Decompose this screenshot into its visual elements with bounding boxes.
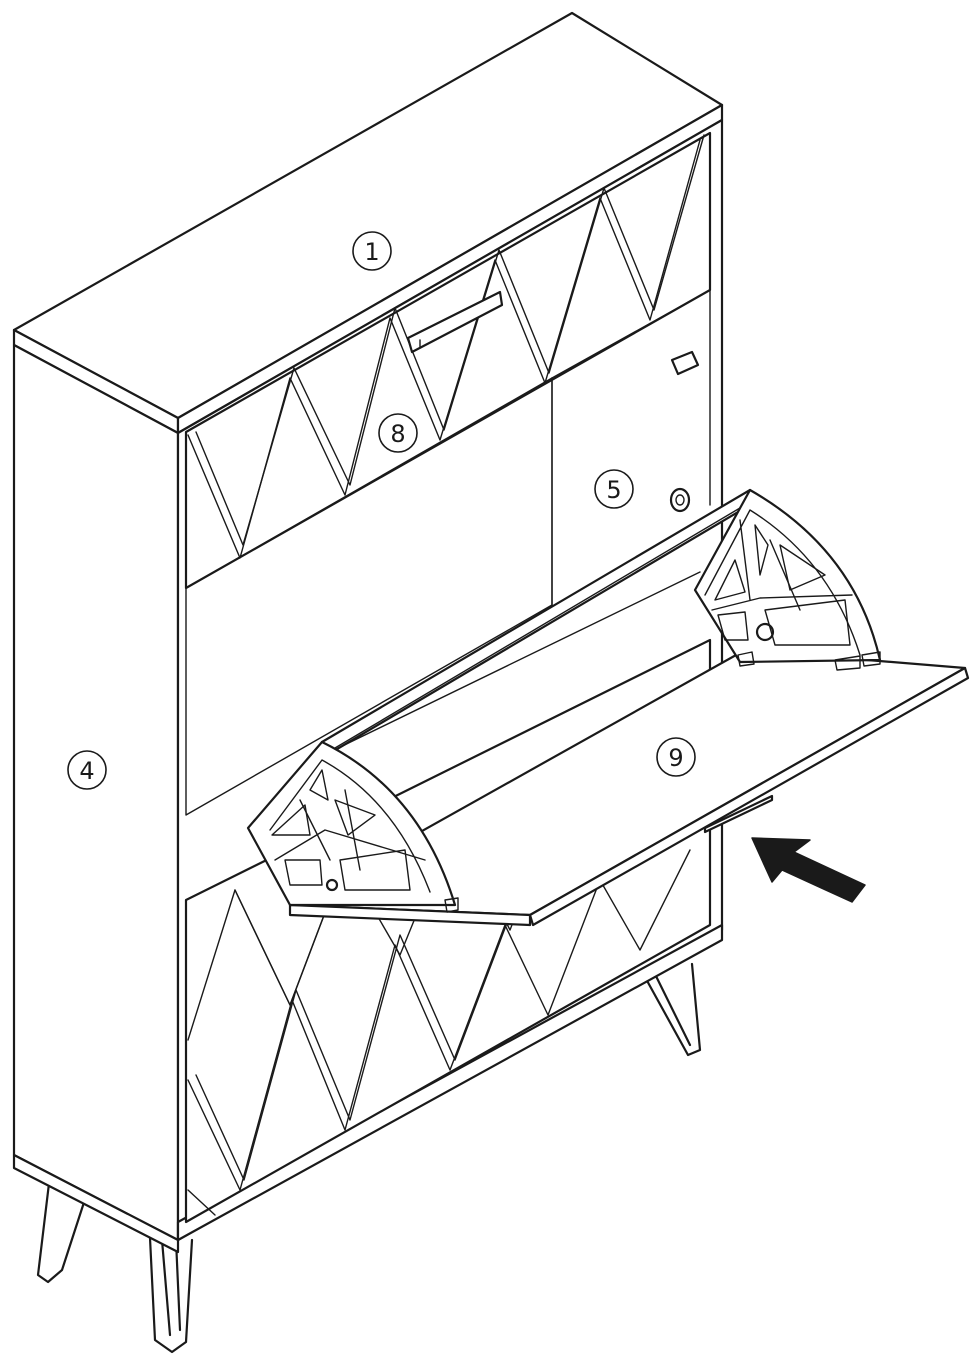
- left-side-panel: [12, 343, 180, 1242]
- part-label-1: 1: [352, 231, 392, 271]
- right-door-knob: [670, 350, 700, 376]
- part-label-9: 9: [656, 737, 696, 777]
- right-side-door: [551, 289, 711, 506]
- legs: [36, 962, 702, 1354]
- left-bracket-bolt: [325, 878, 339, 892]
- drawer-handle-slot: [703, 794, 774, 834]
- top-door-pattern: [187, 134, 705, 559]
- drawer-side-edge: [528, 666, 970, 927]
- part-label-5: 5: [594, 469, 634, 509]
- push-arrow-icon: [751, 837, 866, 903]
- part-label-1-text: 1: [364, 238, 379, 266]
- part-label-4: 4: [67, 750, 107, 790]
- bottom-door-pattern: [187, 799, 691, 1216]
- part-label-8-text: 8: [390, 420, 405, 448]
- right-bracket-bolt: [755, 622, 775, 642]
- back-right-leg: [638, 962, 702, 1057]
- open-tilt-drawer: [246, 488, 970, 927]
- front-left-leg: [148, 1236, 194, 1354]
- bottom-plinth: [176, 923, 724, 1242]
- part-label-9-text: 9: [668, 744, 683, 772]
- top-door-handle: [406, 290, 504, 354]
- left-side-bottom-edge: [12, 1153, 180, 1254]
- part-label-5-text: 5: [606, 476, 621, 504]
- part-label-8: 8: [378, 413, 418, 453]
- back-left-leg: [36, 1173, 90, 1284]
- part-label-4-text: 4: [79, 757, 94, 785]
- lock-icon: [669, 487, 691, 513]
